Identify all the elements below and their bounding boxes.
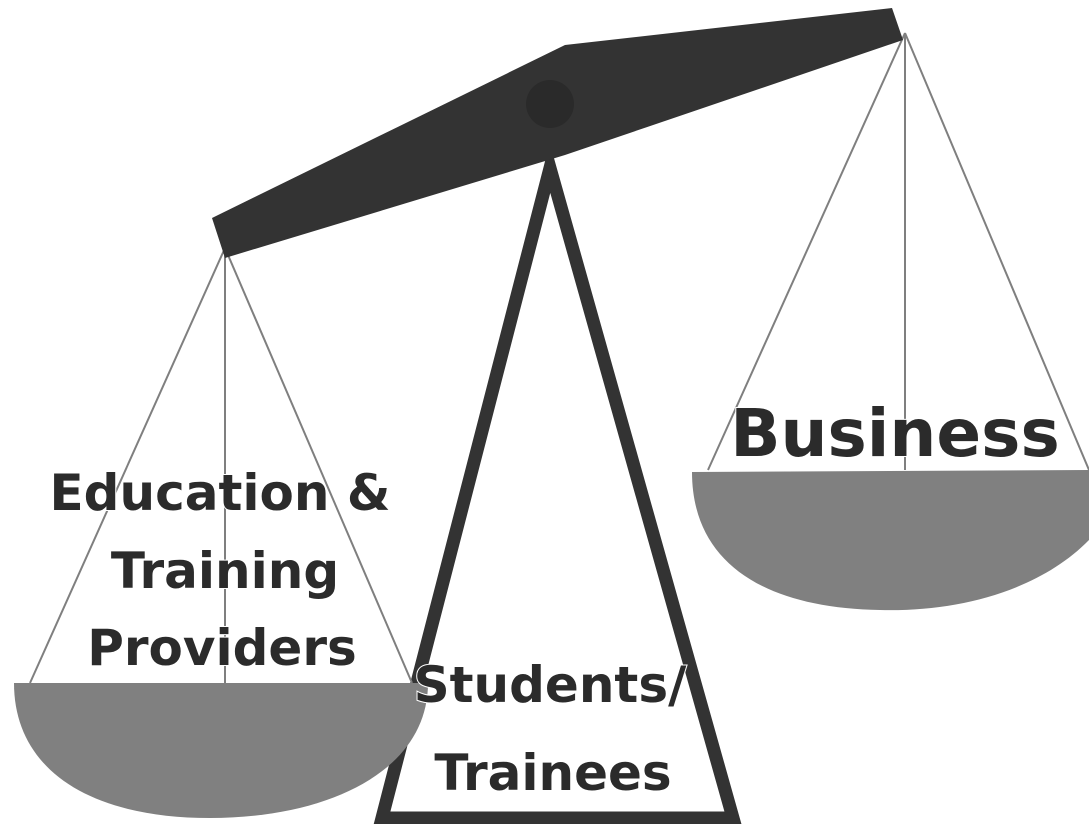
left-pan-label-line1: Education & <box>50 464 391 522</box>
left-pan-label-line3: Providers <box>87 619 357 677</box>
right-pan-label: Business <box>730 395 1060 472</box>
left-pan-label-line2: Training <box>111 542 339 600</box>
fulcrum-label-line1: Students/ <box>414 656 687 714</box>
right-pan <box>692 470 1089 611</box>
pivot-knob <box>526 80 574 128</box>
left-pan <box>14 683 428 818</box>
scale-beam <box>212 8 903 258</box>
left-pan-cords <box>29 247 413 684</box>
right-pan-cords <box>707 32 1089 471</box>
fulcrum-label-line2: Trainees <box>434 744 671 802</box>
fulcrum-stand <box>373 143 742 824</box>
